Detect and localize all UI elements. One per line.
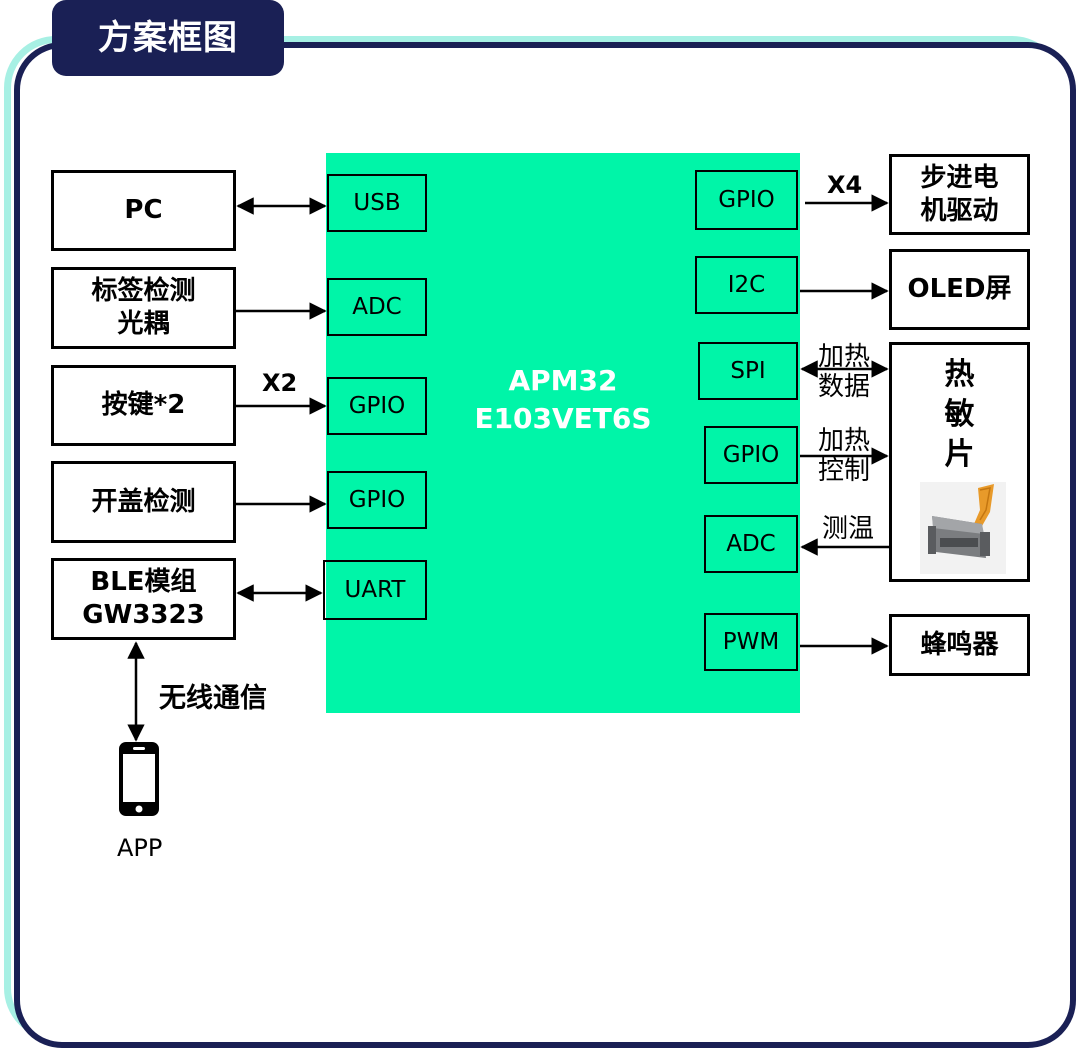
mcu-label-line1: APM32 <box>508 364 618 397</box>
pwm-port: PWM <box>704 613 798 671</box>
mcu-label: APM32 E103VET6S <box>326 362 800 438</box>
thermal-head-label: 热 敏 片 <box>944 357 975 472</box>
pc-block: PC <box>51 170 236 251</box>
phone-icon <box>119 742 159 816</box>
uart-port: UART <box>323 560 427 620</box>
spi-port: SPI <box>698 342 798 400</box>
temperature-label: 测温 <box>822 514 875 544</box>
gpio-port-keys: GPIO <box>327 377 427 435</box>
gpio-port-lid: GPIO <box>327 471 427 529</box>
heat-control-label: 加热 控制 <box>818 426 871 486</box>
oled-block: OLED屏 <box>889 249 1030 330</box>
thermal-printer-mechanism-icon <box>920 482 1006 574</box>
app-label: APP <box>117 834 163 862</box>
i2c-port: I2C <box>695 256 798 314</box>
usb-port: USB <box>327 174 427 232</box>
gpio-port-motor: GPIO <box>695 170 798 230</box>
label-sensor-block: 标签检测 光耦 <box>51 267 236 349</box>
stepper-driver-block: 步进电 机驱动 <box>889 154 1030 235</box>
adc-port-left: ADC <box>327 278 427 336</box>
adc-port-right: ADC <box>704 515 798 573</box>
keys-block: 按键*2 <box>51 365 236 446</box>
buzzer-block: 蜂鸣器 <box>889 614 1030 676</box>
mcu-label-line2: E103VET6S <box>474 402 652 435</box>
ble-module-block: BLE模组 GW3323 <box>51 558 236 640</box>
x4-label: X4 <box>827 171 863 199</box>
wireless-label: 无线通信 <box>159 683 267 714</box>
lid-detect-block: 开盖检测 <box>51 461 236 543</box>
page-title: 方案框图 <box>52 0 284 76</box>
gpio-port-heat: GPIO <box>704 426 798 484</box>
x2-label: X2 <box>262 369 298 397</box>
thermal-head-block: 热 敏 片 <box>889 342 1030 582</box>
